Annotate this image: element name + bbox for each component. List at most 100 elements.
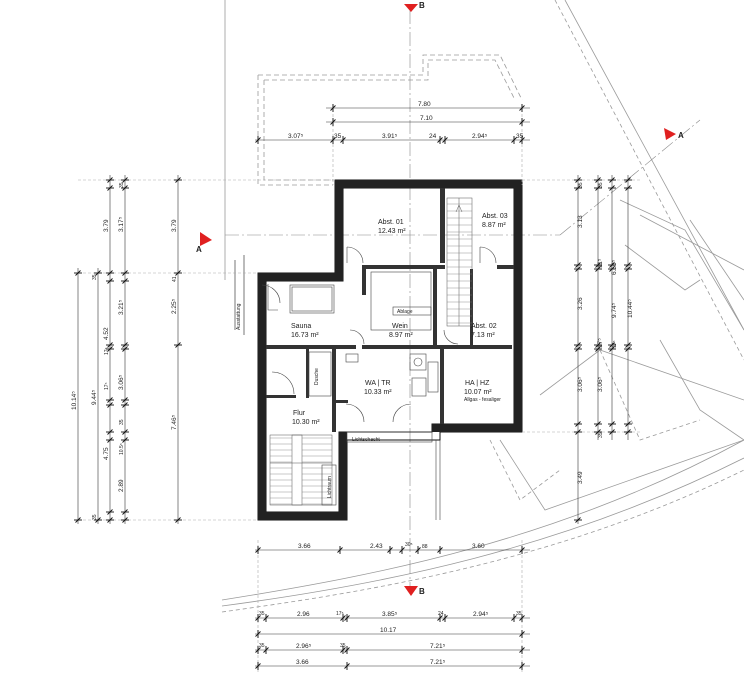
label-lichtraum: Lichtraum [327, 476, 333, 498]
dim-left-small-6: 35 [92, 514, 98, 520]
room-name-wa-tr: WA | TR [365, 380, 391, 387]
label-lichtschacht: Lichtschacht [352, 437, 380, 443]
dim-bottom-row2-0: 10.17 [380, 627, 397, 634]
dim-bottom-row1-3: 3.85⁵ [382, 611, 398, 618]
dim-right-col1-3: 3.49 [577, 471, 584, 484]
room-name-flur: Flur [293, 410, 306, 417]
label-dusche: Dusche [314, 368, 320, 385]
dim-left-small-2: 17⁵ [104, 347, 110, 355]
room-area-abst-03: 8.87 m² [482, 222, 506, 229]
dim-left-col4-2: 3.06⁵ [118, 374, 125, 390]
room-area-ha-hz: 10.07 m² [464, 389, 492, 396]
dim-mid-1: 2.43 [370, 543, 383, 550]
dim-right-small-0: 35 [578, 182, 584, 188]
section-label-b-bottom: B [419, 587, 425, 596]
stairs-lower-treads [270, 437, 332, 505]
room-name-sauna: Sauna [291, 323, 311, 330]
dim-left-col4-5: 2.25⁵ [171, 298, 178, 314]
dim-left-small-7: 41 [172, 276, 178, 282]
label-ablage: Ablage [397, 309, 413, 315]
dim-right-col3-0: 9.74⁵ [611, 302, 618, 318]
dim-bottom-row3-2: 35 [340, 643, 346, 649]
dim-left-small-4: 35 [119, 419, 125, 425]
room-area-abst-02: 7.13 m² [471, 332, 495, 339]
section-label-a-right: A [678, 131, 684, 140]
room-name-abst-03: Abst. 03 [482, 213, 508, 220]
section-label-a-left: A [196, 245, 202, 254]
dim-left-small-1: 35 [92, 274, 98, 280]
dim-left-outer-0: 10.14⁵ [71, 391, 78, 410]
dim-left-col4-1: 3.21⁵ [118, 299, 125, 315]
door-swings [261, 246, 497, 423]
stairs-upper-treads [447, 203, 472, 324]
section-line-b [404, 4, 418, 596]
dim-bottom-row1-1: 2.96 [297, 611, 310, 618]
dim-bottom-row3-3: 7.21⁵ [430, 643, 446, 650]
dim-right-col2-3: 3.06⁵ [597, 376, 604, 392]
room-name-ha-hz: HA | HZ [465, 380, 490, 387]
dim-left-small-5: 10.5⁵ [119, 443, 125, 455]
label-ausstattung: Ausstattung [236, 303, 242, 330]
dim-bottom-row1-4: 24 [438, 611, 444, 617]
stairs-lower [269, 434, 333, 506]
dimension-ticks [74, 104, 632, 670]
dim-top-row1: 7.80 [418, 101, 431, 108]
dim-top-row3-1: 35 [334, 133, 342, 140]
dim-left-col3-1: 4.52 [103, 327, 110, 340]
dim-right-small-3: 35 [598, 432, 604, 438]
dim-mid-2: 30⁵ [405, 542, 413, 548]
dim-right-col2-0: 11⁵ [597, 258, 604, 268]
room-area-abst-01: 12.43 m² [378, 228, 406, 235]
dim-top-row3-4: 2.94⁵ [472, 133, 488, 140]
section-marker-a-right [664, 128, 676, 140]
site-boundary-lines [221, 0, 744, 613]
room-name-abst-02: Abst. 02 [471, 323, 497, 330]
room-area-wa-tr: 10.33 m² [364, 389, 392, 396]
dim-right-col1-0: 3.13 [577, 215, 584, 228]
dim-top-row3-0: 3.07⁵ [288, 133, 304, 140]
room-area-wein: 8.97 m² [389, 332, 413, 339]
dim-left-small-3: 17⁵ [104, 382, 110, 390]
dimension-lines [77, 104, 640, 672]
dim-right-col2-2: 6.50⁵ [611, 259, 618, 275]
dim-left-col3-0: 3.79 [103, 219, 110, 232]
room-name-wein: Wein [392, 323, 408, 330]
dim-bottom-row1-2: 17⁵ [336, 611, 344, 617]
light-well [346, 431, 441, 520]
exterior-wall-fill [258, 180, 522, 520]
dim-left-col4-3: 2.89 [118, 479, 125, 492]
section-label-b-top: B [419, 1, 425, 10]
dim-bottom-row1-6: 35 [516, 611, 522, 617]
dim-mid-0: 3.66 [298, 543, 311, 550]
dim-right-col3-1: 10.44⁵ [627, 299, 634, 318]
dim-right-col1-2: 3.06⁵ [577, 376, 584, 392]
dim-top-row3-5: 35 [516, 133, 524, 140]
dim-mid-3: 88 [422, 544, 428, 550]
dim-bottom-row4-0: 3.66 [296, 659, 309, 666]
dim-bottom-row1-0: 35 [259, 611, 265, 617]
dim-left-col4-6: 7.46⁵ [171, 414, 178, 430]
section-marker-b-top [404, 4, 418, 12]
dim-bottom-row1-5: 2.94⁵ [473, 611, 489, 618]
dim-right-small-2: 17⁵ [612, 340, 618, 348]
room-area-sauna: 16.73 m² [291, 332, 319, 339]
room-name-abst-01: Abst. 01 [378, 219, 404, 226]
dim-right-small-1: 35 [598, 182, 604, 188]
section-marker-a-left [200, 232, 212, 246]
dim-right-col2-1: 17⁵ [597, 338, 604, 348]
dim-left-col4-0: 3.17⁵ [118, 216, 125, 232]
dim-bottom-row3-0: 35 [259, 643, 265, 649]
dim-top-row2: 7.10 [420, 115, 433, 122]
dim-mid-4: 3.60 [472, 543, 485, 550]
section-marker-b-bottom [404, 586, 418, 596]
fixtures [289, 271, 439, 506]
dim-bottom-row4-1: 7.21⁵ [430, 659, 446, 666]
room-note-ha-hz: Allgas - fesaliger [464, 397, 501, 403]
stairs-upper [446, 197, 473, 327]
dim-top-row3-2: 3.91⁵ [382, 133, 398, 140]
dim-right-col1-1: 3.26 [577, 297, 584, 310]
dim-left-col2-0: 9.44⁵ [91, 389, 98, 405]
room-area-flur: 10.30 m² [292, 419, 320, 426]
dim-left-col4-4: 3.79 [171, 219, 178, 232]
